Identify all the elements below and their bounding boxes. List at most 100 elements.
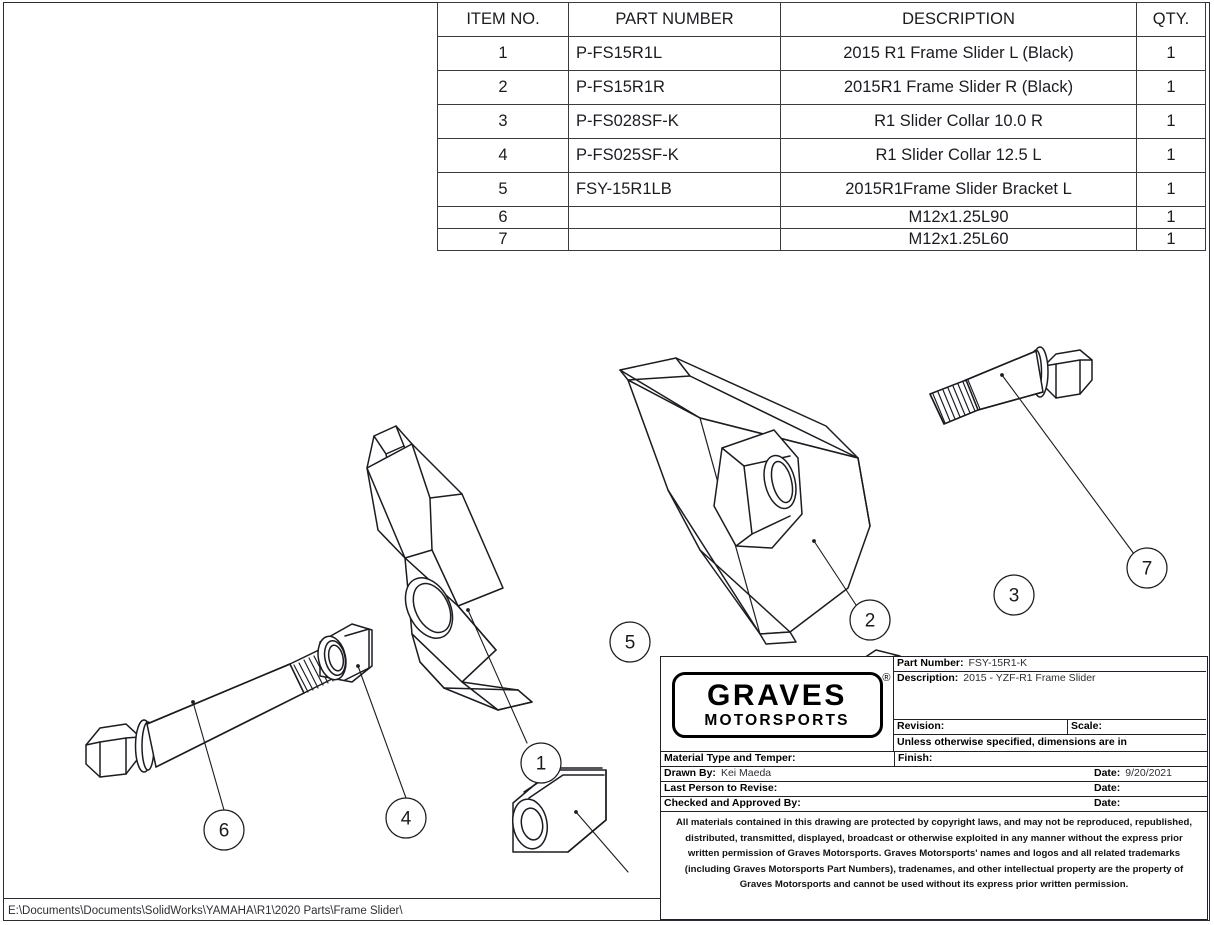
revise-date-label: Date: [1094,782,1121,795]
drawn-by-label: Drawn By: [664,767,716,780]
material-finish-row: Material Type and Temper: Finish: [661,752,1207,767]
part-spacer-sleeve [511,767,629,873]
company-logo: GRAVES MOTORSPORTS ® [661,657,894,752]
table-row: 6 M12x1.25L90 1 [437,206,1206,229]
balloon-7 [1126,547,1168,589]
part-frame-slider-bracket [366,425,533,744]
table-row: 4 P-FS025SF-K R1 Slider Collar 12.5 L 1 [437,138,1206,173]
units-note-row: Unless otherwise specified, dimensions a… [894,735,1206,750]
cell-part-number: P-FS15R1L [568,36,781,71]
part-collar-left [317,623,407,799]
table-row: 3 P-FS028SF-K R1 Slider Collar 10.0 R 1 [437,104,1206,139]
cell-description: 2015 R1 Frame Slider L (Black) [780,36,1137,71]
logo-outline: GRAVES MOTORSPORTS ® [671,671,891,738]
table-row: 1 P-FS15R1L 2015 R1 Frame Slider L (Blac… [437,36,1206,71]
cell-part-number [568,228,781,251]
revision-scale-row: Revision: Scale: [894,720,1206,735]
balloon-6 [203,809,245,851]
cell-item-no: 1 [437,36,569,71]
cell-qty: 1 [1136,228,1206,251]
balloon-5 [609,621,651,663]
checked-date-label: Date: [1094,797,1121,810]
cell-part-number: P-FS025SF-K [568,138,781,173]
column-header-item-no: ITEM NO. [437,2,569,37]
checked-approved-label: Checked and Approved By: [664,797,801,810]
balloon-4 [385,797,427,839]
cell-part-number: FSY-15R1LB [568,172,781,207]
title-block: GRAVES MOTORSPORTS ® Part Number: FSY-15… [660,656,1208,920]
balloon-1 [520,742,562,784]
legal-notice-row: All materials contained in this drawing … [661,812,1207,895]
cell-item-no: 2 [437,70,569,105]
cell-qty: 1 [1136,104,1206,139]
last-revised-row: Last Person to Revise: Date: [661,782,1207,797]
finish-label: Finish: [898,752,933,765]
material-label: Material Type and Temper: [664,752,796,765]
cell-description: R1 Slider Collar 12.5 L [780,138,1137,173]
cell-part-number [568,206,781,229]
cell-item-no: 7 [437,228,569,251]
finish-cell: Finish: [894,752,1206,766]
cell-item-no: 3 [437,104,569,139]
checked-date-cell: Date: [1091,797,1206,811]
file-path-footer: E:\Documents\Documents\SolidWorks\YAMAHA… [3,898,660,923]
drawn-by-row: Drawn By: Kei Maeda Date: 9/20/2021 [661,767,1207,782]
drawn-date-cell: Date: 9/20/2021 [1091,767,1206,781]
cell-description: 2015R1 Frame Slider R (Black) [780,70,1137,105]
last-revised-cell: Last Person to Revise: [661,782,1091,796]
cell-item-no: 5 [437,172,569,207]
column-header-description: DESCRIPTION [780,2,1137,37]
balloon-callouts [203,547,1168,851]
drawn-date-value: 9/20/2021 [1125,767,1172,780]
column-header-qty: QTY. [1136,2,1206,37]
cell-item-no: 4 [437,138,569,173]
cell-part-number: P-FS15R1R [568,70,781,105]
cell-description: M12x1.25L60 [780,228,1137,251]
registered-trademark-icon: ® [882,671,891,684]
column-header-part-number: PART NUMBER [568,2,781,37]
part-frame-slider-right [619,357,871,645]
balloon-label-2: 2 [865,611,876,632]
cell-qty: 1 [1136,138,1206,173]
cell-part-number: P-FS028SF-K [568,104,781,139]
part-number-row: Part Number: FSY-15R1-K [894,657,1206,672]
drawn-date-label: Date: [1094,767,1121,780]
balloon-label-4: 4 [401,809,412,830]
cell-item-no: 6 [437,206,569,229]
balloon-label-1: 1 [536,754,547,775]
bill-of-materials-table: ITEM NO. PART NUMBER DESCRIPTION QTY. 1 … [437,2,1206,251]
table-row: 7 M12x1.25L60 1 [437,228,1206,251]
revision-cell: Revision: [894,720,1067,734]
balloon-labels: 6 4 1 5 2 3 7 [219,559,1153,842]
balloon-2 [849,599,891,641]
units-note: Unless otherwise specified, dimensions a… [897,735,1127,748]
revise-date-cell: Date: [1091,782,1206,796]
logo-secondary-text: MOTORSPORTS [704,711,850,729]
scale-label: Scale: [1071,720,1102,733]
cell-qty: 1 [1136,206,1206,229]
table-header-row: ITEM NO. PART NUMBER DESCRIPTION QTY. [437,2,1206,37]
title-block-fields: Part Number: FSY-15R1-K Description: 201… [894,657,1206,751]
balloon-label-6: 6 [219,821,230,842]
drawn-by-cell: Drawn By: Kei Maeda [661,767,1091,781]
balloon-label-7: 7 [1142,559,1153,580]
part-number-value: FSY-15R1-K [968,657,1028,670]
checked-approved-cell: Checked and Approved By: [661,797,1091,811]
title-block-top-row: GRAVES MOTORSPORTS ® Part Number: FSY-15… [661,657,1207,752]
cell-description: M12x1.25L90 [780,206,1137,229]
material-cell: Material Type and Temper: [661,752,894,766]
balloon-label-3: 3 [1009,586,1020,607]
cell-qty: 1 [1136,172,1206,207]
cell-description: 2015R1Frame Slider Bracket L [780,172,1137,207]
drawn-by-value: Kei Maeda [720,767,772,780]
table-row: 2 P-FS15R1R 2015R1 Frame Slider R (Black… [437,70,1206,105]
scale-cell: Scale: [1067,720,1206,734]
file-path-text: E:\Documents\Documents\SolidWorks\YAMAHA… [8,905,403,917]
table-row: 5 FSY-15R1LB 2015R1Frame Slider Bracket … [437,172,1206,207]
part-number-label: Part Number: [897,657,964,670]
balloon-3 [993,574,1035,616]
last-revised-label: Last Person to Revise: [664,782,778,795]
cell-qty: 1 [1136,36,1206,71]
copyright-notice: All materials contained in this drawing … [675,817,1193,891]
